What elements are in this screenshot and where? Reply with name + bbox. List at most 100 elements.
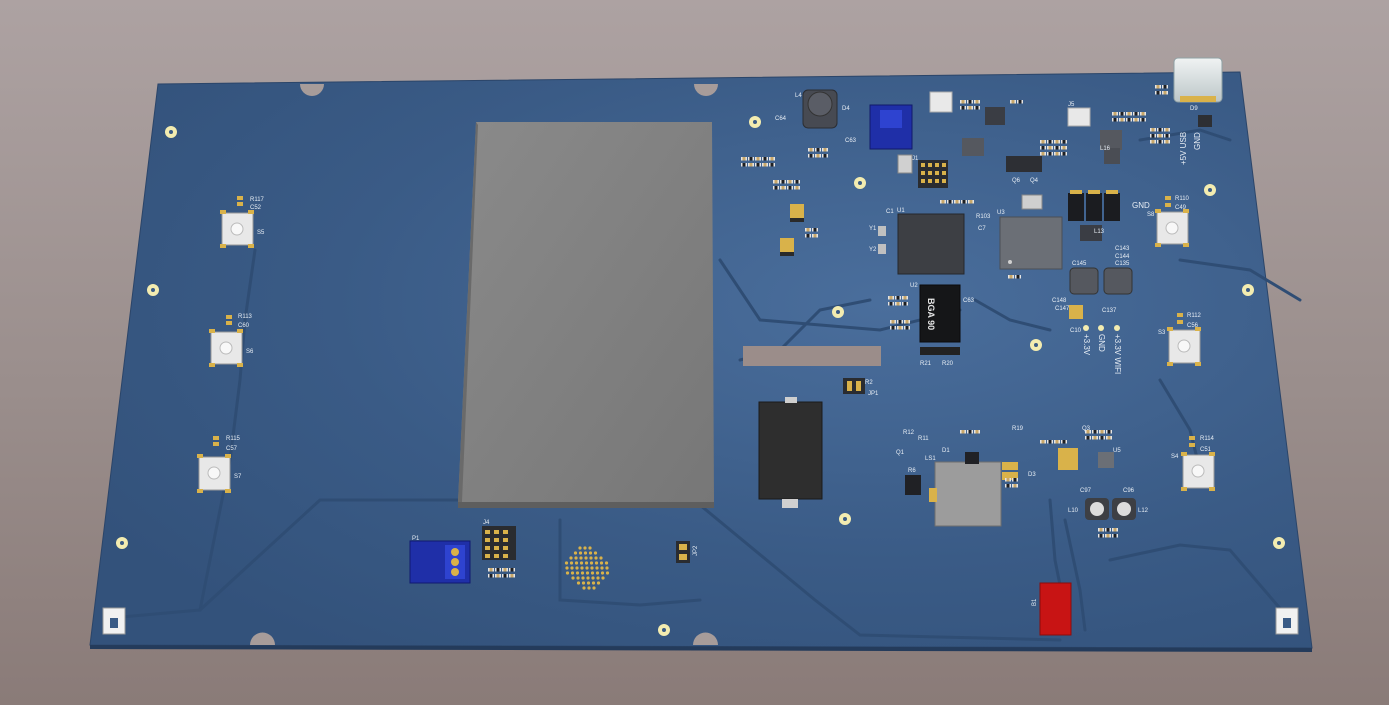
connector-top-white[interactable] xyxy=(929,91,953,113)
ref-d4: D4 xyxy=(842,106,850,112)
chip-u1[interactable]: U1 R103 C7 C1 Y1 Y2 xyxy=(869,208,991,275)
smd-component xyxy=(897,320,903,324)
smd-component xyxy=(502,574,508,578)
smd-component xyxy=(1112,118,1118,122)
inductor-l4[interactable]: L4 D4 C64 C63 xyxy=(775,89,857,144)
corner-clip-right xyxy=(1275,607,1299,635)
switch-s6[interactable]: S6 xyxy=(209,329,254,367)
connector-top-blue[interactable] xyxy=(869,104,913,150)
ref-c135: C135 xyxy=(1115,261,1130,267)
smd-component xyxy=(1015,275,1021,279)
tantalum-caps-left xyxy=(780,204,804,256)
ref-c49: C49 xyxy=(1175,205,1187,211)
smd-component xyxy=(974,106,980,110)
smd-component xyxy=(1005,484,1011,488)
label-3v3-wifi: +3.3V WIFI xyxy=(1113,334,1122,374)
smd-component xyxy=(805,228,811,232)
bga-pad xyxy=(604,561,609,565)
button-small-mid[interactable] xyxy=(1021,194,1043,210)
bga-pad xyxy=(584,561,589,565)
smd-component xyxy=(495,568,501,572)
ref-c10: C10 xyxy=(1070,328,1082,334)
ref-s8: S8 xyxy=(1147,212,1155,218)
bga-pad xyxy=(565,571,570,575)
ref-c97: C97 xyxy=(1080,488,1092,494)
switch-s4[interactable]: S4 xyxy=(1171,452,1215,491)
smd-component xyxy=(1092,430,1098,434)
ref-q4: Q4 xyxy=(1030,178,1039,184)
mounting-hole-icon xyxy=(116,537,128,549)
mounting-hole-icon xyxy=(832,306,844,318)
usb-c-connector[interactable]: D9 xyxy=(1173,57,1223,112)
smd-component xyxy=(1157,128,1163,132)
button-small-top[interactable] xyxy=(897,154,913,174)
label-gnd-right: GND xyxy=(1132,201,1150,210)
smd-component xyxy=(502,568,508,572)
battery-b1[interactable]: B1 xyxy=(1032,582,1072,636)
smd-component xyxy=(1040,146,1046,150)
bga-pad xyxy=(570,566,574,570)
bga-pad xyxy=(583,551,588,555)
buzzer-ls1[interactable]: LS1 D1 D3 Q1 R12 R11 R6 R19 xyxy=(896,426,1036,527)
bga-pad xyxy=(585,571,590,575)
jumper-jp2[interactable]: JP2 xyxy=(676,541,699,563)
ref-s6: S6 xyxy=(246,349,254,355)
switch-s3[interactable]: S3 xyxy=(1158,327,1201,366)
inductor-l12 xyxy=(1112,498,1136,520)
smd-component xyxy=(815,148,821,152)
header-j4[interactable]: J4 xyxy=(482,520,516,560)
label-5v-usb: +5V USB xyxy=(1179,132,1188,165)
jumper-jp1[interactable]: JP1 R2 xyxy=(843,378,879,397)
ref-ls1: LS1 xyxy=(925,456,936,462)
corner-clip-left xyxy=(102,607,126,635)
smd-component xyxy=(961,200,967,204)
mounting-hole-icon xyxy=(1242,284,1254,296)
bga-pad xyxy=(593,551,598,555)
smd-component xyxy=(769,163,775,167)
ref-c145: C145 xyxy=(1072,261,1087,267)
ref-l10: L10 xyxy=(1068,508,1079,514)
bga-pad xyxy=(583,546,587,550)
smd-component xyxy=(1105,534,1111,538)
connector-p1[interactable]: P1 xyxy=(409,536,471,584)
ref-c56: C56 xyxy=(1187,323,1199,329)
bga-pad xyxy=(571,576,575,580)
ref-c51: C51 xyxy=(1200,447,1212,453)
header-j1[interactable]: J1 xyxy=(912,156,948,188)
display-module[interactable] xyxy=(458,122,714,508)
ref-c60: C60 xyxy=(238,323,250,329)
smd-component xyxy=(495,574,501,578)
chip-u2-bga[interactable]: BGA 90 U2 C63 R21 R20 xyxy=(910,283,975,367)
ref-j1: J1 xyxy=(912,156,919,162)
ref-u5: U5 xyxy=(1113,448,1121,454)
ref-s3: S3 xyxy=(1158,330,1166,336)
smd-component xyxy=(815,154,821,158)
ref-u3: U3 xyxy=(997,210,1005,216)
ref-r12: R12 xyxy=(903,430,915,436)
switch-s7[interactable]: S7 xyxy=(197,454,242,493)
smd-component xyxy=(741,157,747,161)
smd-component xyxy=(1012,478,1018,482)
smd-component xyxy=(1162,85,1168,89)
smd-component xyxy=(1112,528,1118,532)
bga-pad xyxy=(569,561,574,565)
ref-r103: R103 xyxy=(976,214,991,220)
bga-pad xyxy=(565,566,569,570)
black-module[interactable] xyxy=(758,397,823,508)
bga-pad xyxy=(576,581,581,585)
switch-passive-labels: R117 C52 R113 C60 R115 C57 R110 C49 R112… xyxy=(213,196,1215,453)
wifi-module-u3[interactable]: U3 xyxy=(997,210,1063,270)
switch-s5[interactable]: S5 xyxy=(220,210,265,248)
ref-jp1: JP1 xyxy=(868,391,879,397)
smd-component xyxy=(1164,140,1170,144)
smd-component xyxy=(794,186,800,190)
smd-component xyxy=(1008,275,1014,279)
bga-pad xyxy=(590,571,595,575)
ref-u2: U2 xyxy=(910,283,918,289)
switch-s8[interactable]: S8 xyxy=(1147,209,1189,247)
bga-pad xyxy=(589,561,594,565)
bga-pad xyxy=(588,551,593,555)
ref-c64: C64 xyxy=(775,116,787,122)
bga-pad xyxy=(591,576,595,580)
